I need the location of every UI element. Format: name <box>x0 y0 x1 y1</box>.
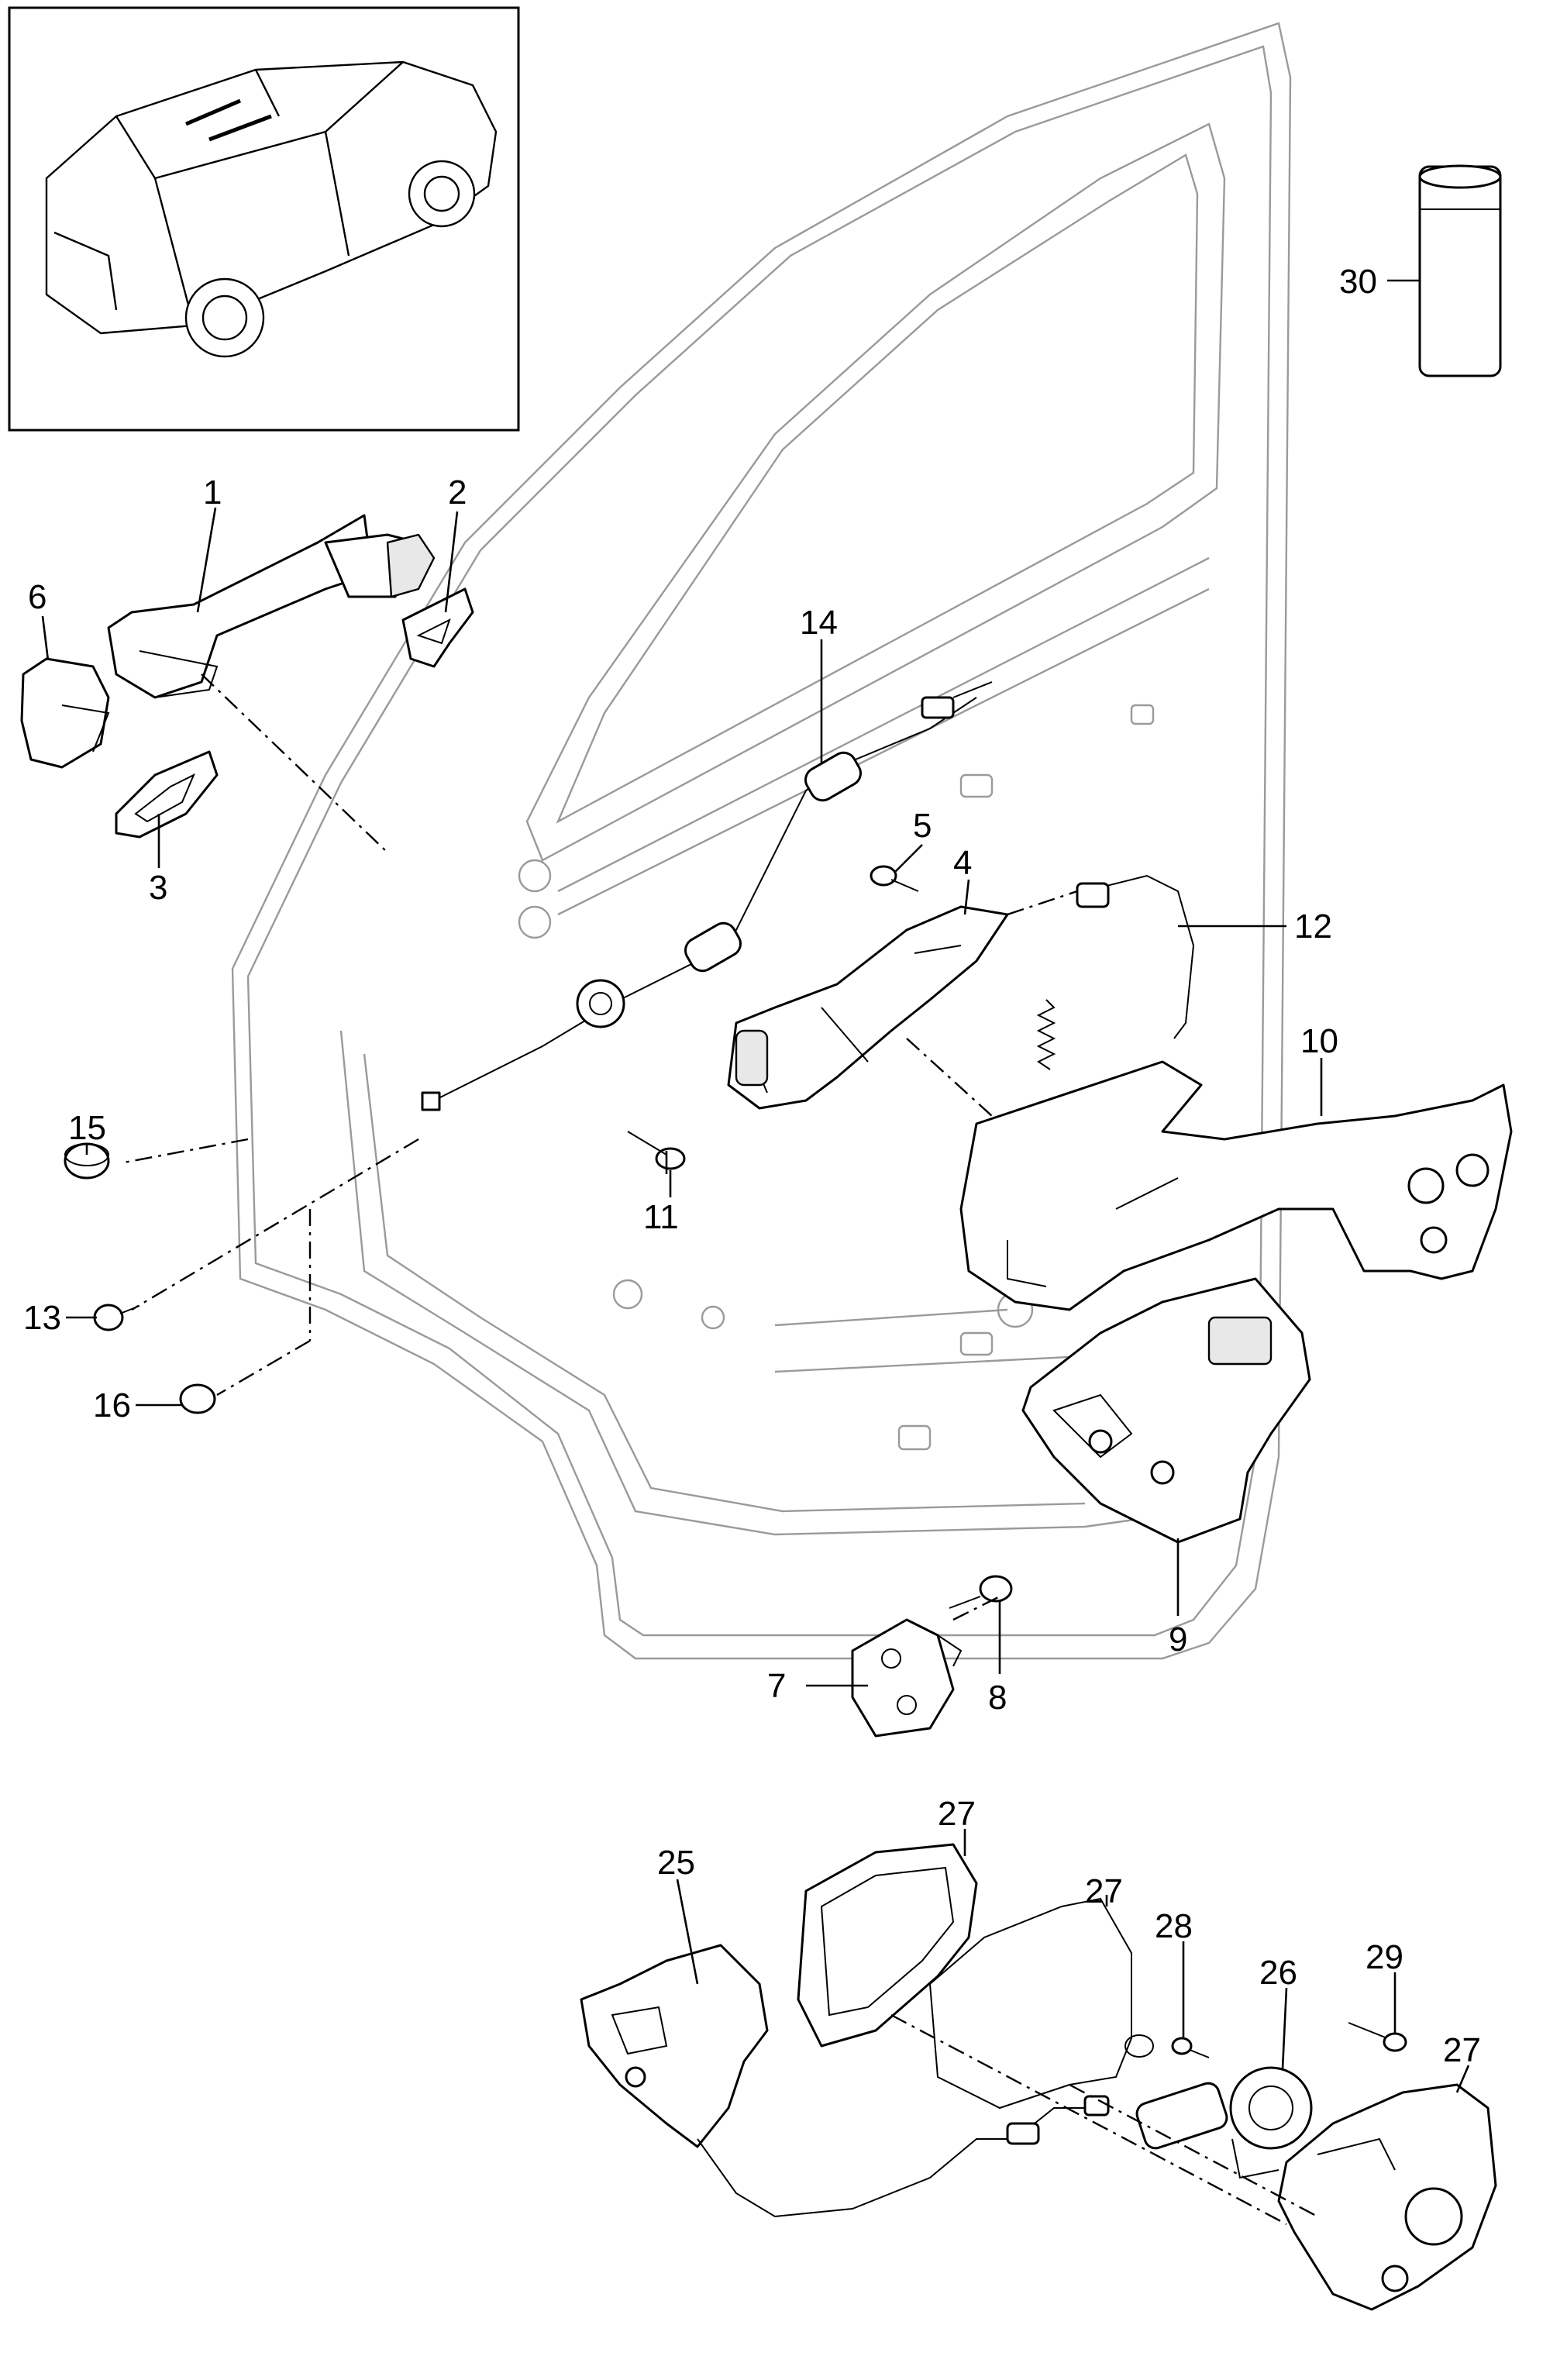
part-8-bolt <box>949 1575 1013 1609</box>
callout-30: 30 <box>1339 263 1377 301</box>
part-6-lock-cylinder-cap <box>20 657 110 769</box>
callout-28: 28 <box>1155 1907 1193 1945</box>
callout-6: 6 <box>28 578 46 616</box>
return-spring <box>1036 999 1056 1070</box>
part-14-bowden-cable <box>421 681 993 1111</box>
part-11-screw <box>627 1131 686 1170</box>
callout-3: 3 <box>149 869 167 907</box>
vehicle-thumbnail-inset <box>8 6 520 432</box>
callout-13: 13 <box>23 1299 61 1337</box>
callout-numbers: 1 2 6 3 14 5 4 12 10 11 9 8 7 15 13 16 3… <box>23 263 1481 2069</box>
callout-8: 8 <box>988 1679 1007 1717</box>
part-4-handle-carrier <box>727 905 1009 1110</box>
callout-10: 10 <box>1300 1022 1338 1060</box>
part-27-cover-gasket <box>797 1843 978 2048</box>
part-7-striker-plate <box>851 1618 963 1738</box>
lower-cable <box>697 2095 1110 2218</box>
callout-12: 12 <box>1294 908 1332 945</box>
callout-5: 5 <box>913 807 932 845</box>
part-12-release-cable <box>1076 874 1195 1039</box>
callout-25: 25 <box>657 1844 695 1882</box>
part-27-seal-loop <box>928 1897 1154 2110</box>
part-30-spray-can <box>1418 164 1502 377</box>
part-2-handle-gasket <box>401 587 474 668</box>
callout-15: 15 <box>68 1109 106 1147</box>
part-1-door-handle <box>107 514 436 699</box>
door-frame-outline <box>231 22 1292 1660</box>
callout-1: 1 <box>203 474 222 511</box>
callout-9: 9 <box>1169 1621 1187 1658</box>
callout-7: 7 <box>767 1667 786 1705</box>
part-28-screw <box>1171 2037 1210 2058</box>
callout-4: 4 <box>953 844 972 882</box>
callout-leaders <box>41 279 1470 2093</box>
callout-14: 14 <box>800 604 838 642</box>
part-3-gasket <box>115 750 219 839</box>
part-5-screw <box>870 865 919 892</box>
assembly-guide-lines <box>123 673 1318 2226</box>
part-29-rivet <box>1348 2022 1407 2052</box>
callout-27-right: 27 <box>1443 2031 1481 2069</box>
part-26-motor <box>1135 2066 1313 2179</box>
part-9-door-lock <box>1021 1277 1311 1544</box>
callout-16: 16 <box>93 1386 131 1424</box>
callout-26: 26 <box>1259 1954 1297 1992</box>
part-16-plug <box>179 1383 216 1414</box>
callout-27-top: 27 <box>938 1795 976 1833</box>
callout-11: 11 <box>643 1198 679 1236</box>
callout-27-middle: 27 <box>1085 1872 1123 1910</box>
callout-29: 29 <box>1366 1938 1403 1976</box>
suv-illustration <box>45 60 498 358</box>
part-27-housing <box>1277 2083 1497 2311</box>
callout-2: 2 <box>448 474 467 511</box>
part-25-lock-assembly <box>580 1944 769 2148</box>
part-10-lock-bracket <box>959 1060 1513 1311</box>
